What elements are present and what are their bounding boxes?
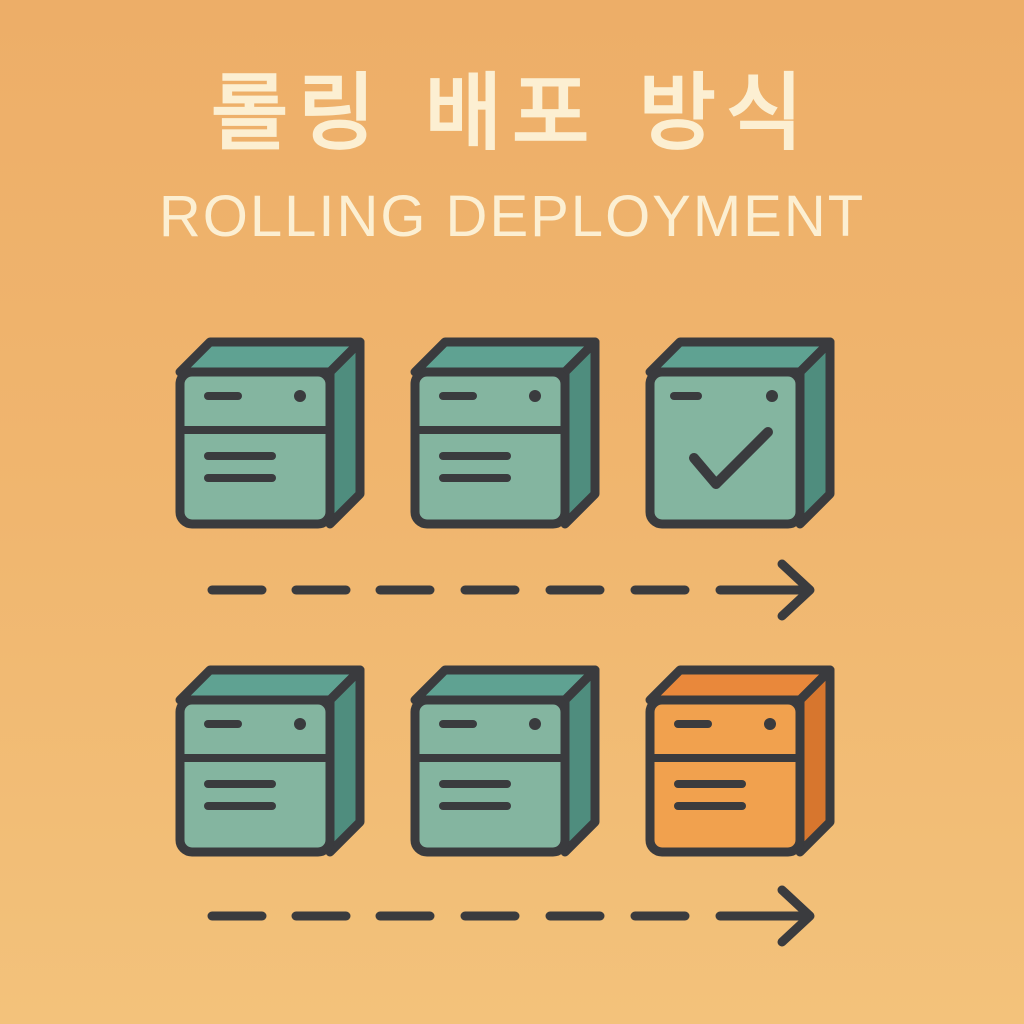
dashed-arrow-right-icon	[207, 559, 815, 621]
status-light-icon	[294, 390, 306, 402]
status-light-icon	[766, 390, 778, 402]
server-front-face	[410, 695, 570, 857]
status-light-icon	[529, 390, 541, 402]
server-front-face	[175, 367, 335, 529]
arrow-head	[777, 559, 815, 621]
new-server	[645, 665, 835, 857]
server-front-face	[175, 695, 335, 857]
status-light-icon	[764, 718, 776, 730]
title-korean: 롤링 배포 방식	[210, 64, 814, 162]
server-front-face	[410, 367, 570, 529]
updated-server	[645, 337, 835, 529]
dashed-arrow-right-icon	[207, 885, 815, 947]
status-light-icon	[294, 718, 306, 730]
server	[175, 665, 365, 857]
status-light-icon	[529, 718, 541, 730]
server	[410, 665, 600, 857]
server	[175, 337, 365, 529]
arrow-head	[777, 885, 815, 947]
title-english: ROLLING DEPLOYMENT	[158, 184, 866, 249]
server	[410, 337, 600, 529]
server-front-face	[645, 367, 805, 529]
server-front-face	[645, 695, 805, 857]
check-icon	[689, 427, 773, 489]
